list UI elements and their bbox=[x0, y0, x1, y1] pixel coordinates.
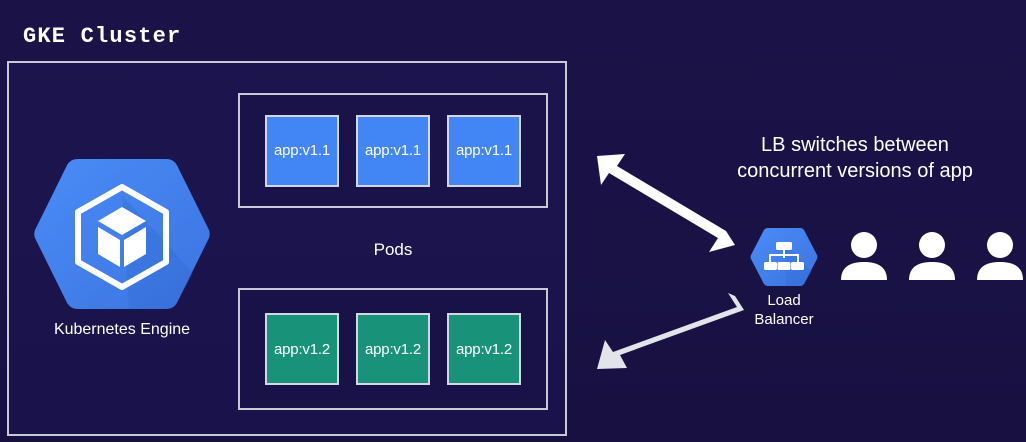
kubernetes-engine-node: Kubernetes Engine bbox=[32, 155, 212, 340]
load-balancer-label-line-2: Balancer bbox=[754, 311, 814, 328]
pod-label: app:v1.2 bbox=[365, 340, 421, 358]
pod-v1-2-1[interactable]: app:v1.2 bbox=[265, 313, 339, 385]
load-balancer-hexagon-icon bbox=[750, 226, 818, 288]
pods-label: Pods bbox=[373, 240, 413, 259]
pod-v1-1-1[interactable]: app:v1.1 bbox=[265, 114, 339, 187]
load-balancer-node: Load Balancer bbox=[738, 226, 830, 329]
pod-group-v1-1: app:v1.1 app:v1.1 app:v1.1 bbox=[238, 93, 548, 208]
pod-label: app:v1.1 bbox=[365, 142, 421, 159]
kubernetes-engine-label: Kubernetes Engine bbox=[53, 321, 191, 338]
user-icon bbox=[841, 232, 887, 280]
pod-v1-2-3[interactable]: app:v1.2 bbox=[447, 313, 521, 385]
lb-caption: LB switches between concurrent versions … bbox=[690, 132, 1020, 184]
pod-label: app:v1.2 bbox=[274, 340, 330, 358]
users-group bbox=[838, 232, 1026, 280]
pod-label: app:v1.1 bbox=[456, 142, 512, 159]
pod-v1-2-2[interactable]: app:v1.2 bbox=[356, 313, 430, 385]
page-title: GKE Cluster bbox=[23, 24, 182, 49]
pod-v1-1-3[interactable]: app:v1.1 bbox=[447, 114, 521, 187]
arrow-lb-to-v1-2 bbox=[597, 293, 744, 369]
user-icon bbox=[909, 232, 955, 280]
kubernetes-engine-hexagon-icon bbox=[33, 155, 211, 313]
lb-caption-line-2: concurrent versions of app bbox=[737, 160, 973, 182]
pod-label: app:v1.2 bbox=[456, 340, 512, 358]
pod-group-v1-2: app:v1.2 app:v1.2 app:v1.2 bbox=[238, 288, 548, 410]
lb-caption-line-1: LB switches between bbox=[761, 134, 949, 156]
user-icon bbox=[977, 232, 1023, 280]
pod-v1-1-2[interactable]: app:v1.1 bbox=[356, 114, 430, 187]
load-balancer-label: Load Balancer bbox=[738, 291, 830, 329]
pod-label: app:v1.1 bbox=[274, 142, 330, 159]
load-balancer-label-line-1: Load bbox=[767, 292, 801, 309]
